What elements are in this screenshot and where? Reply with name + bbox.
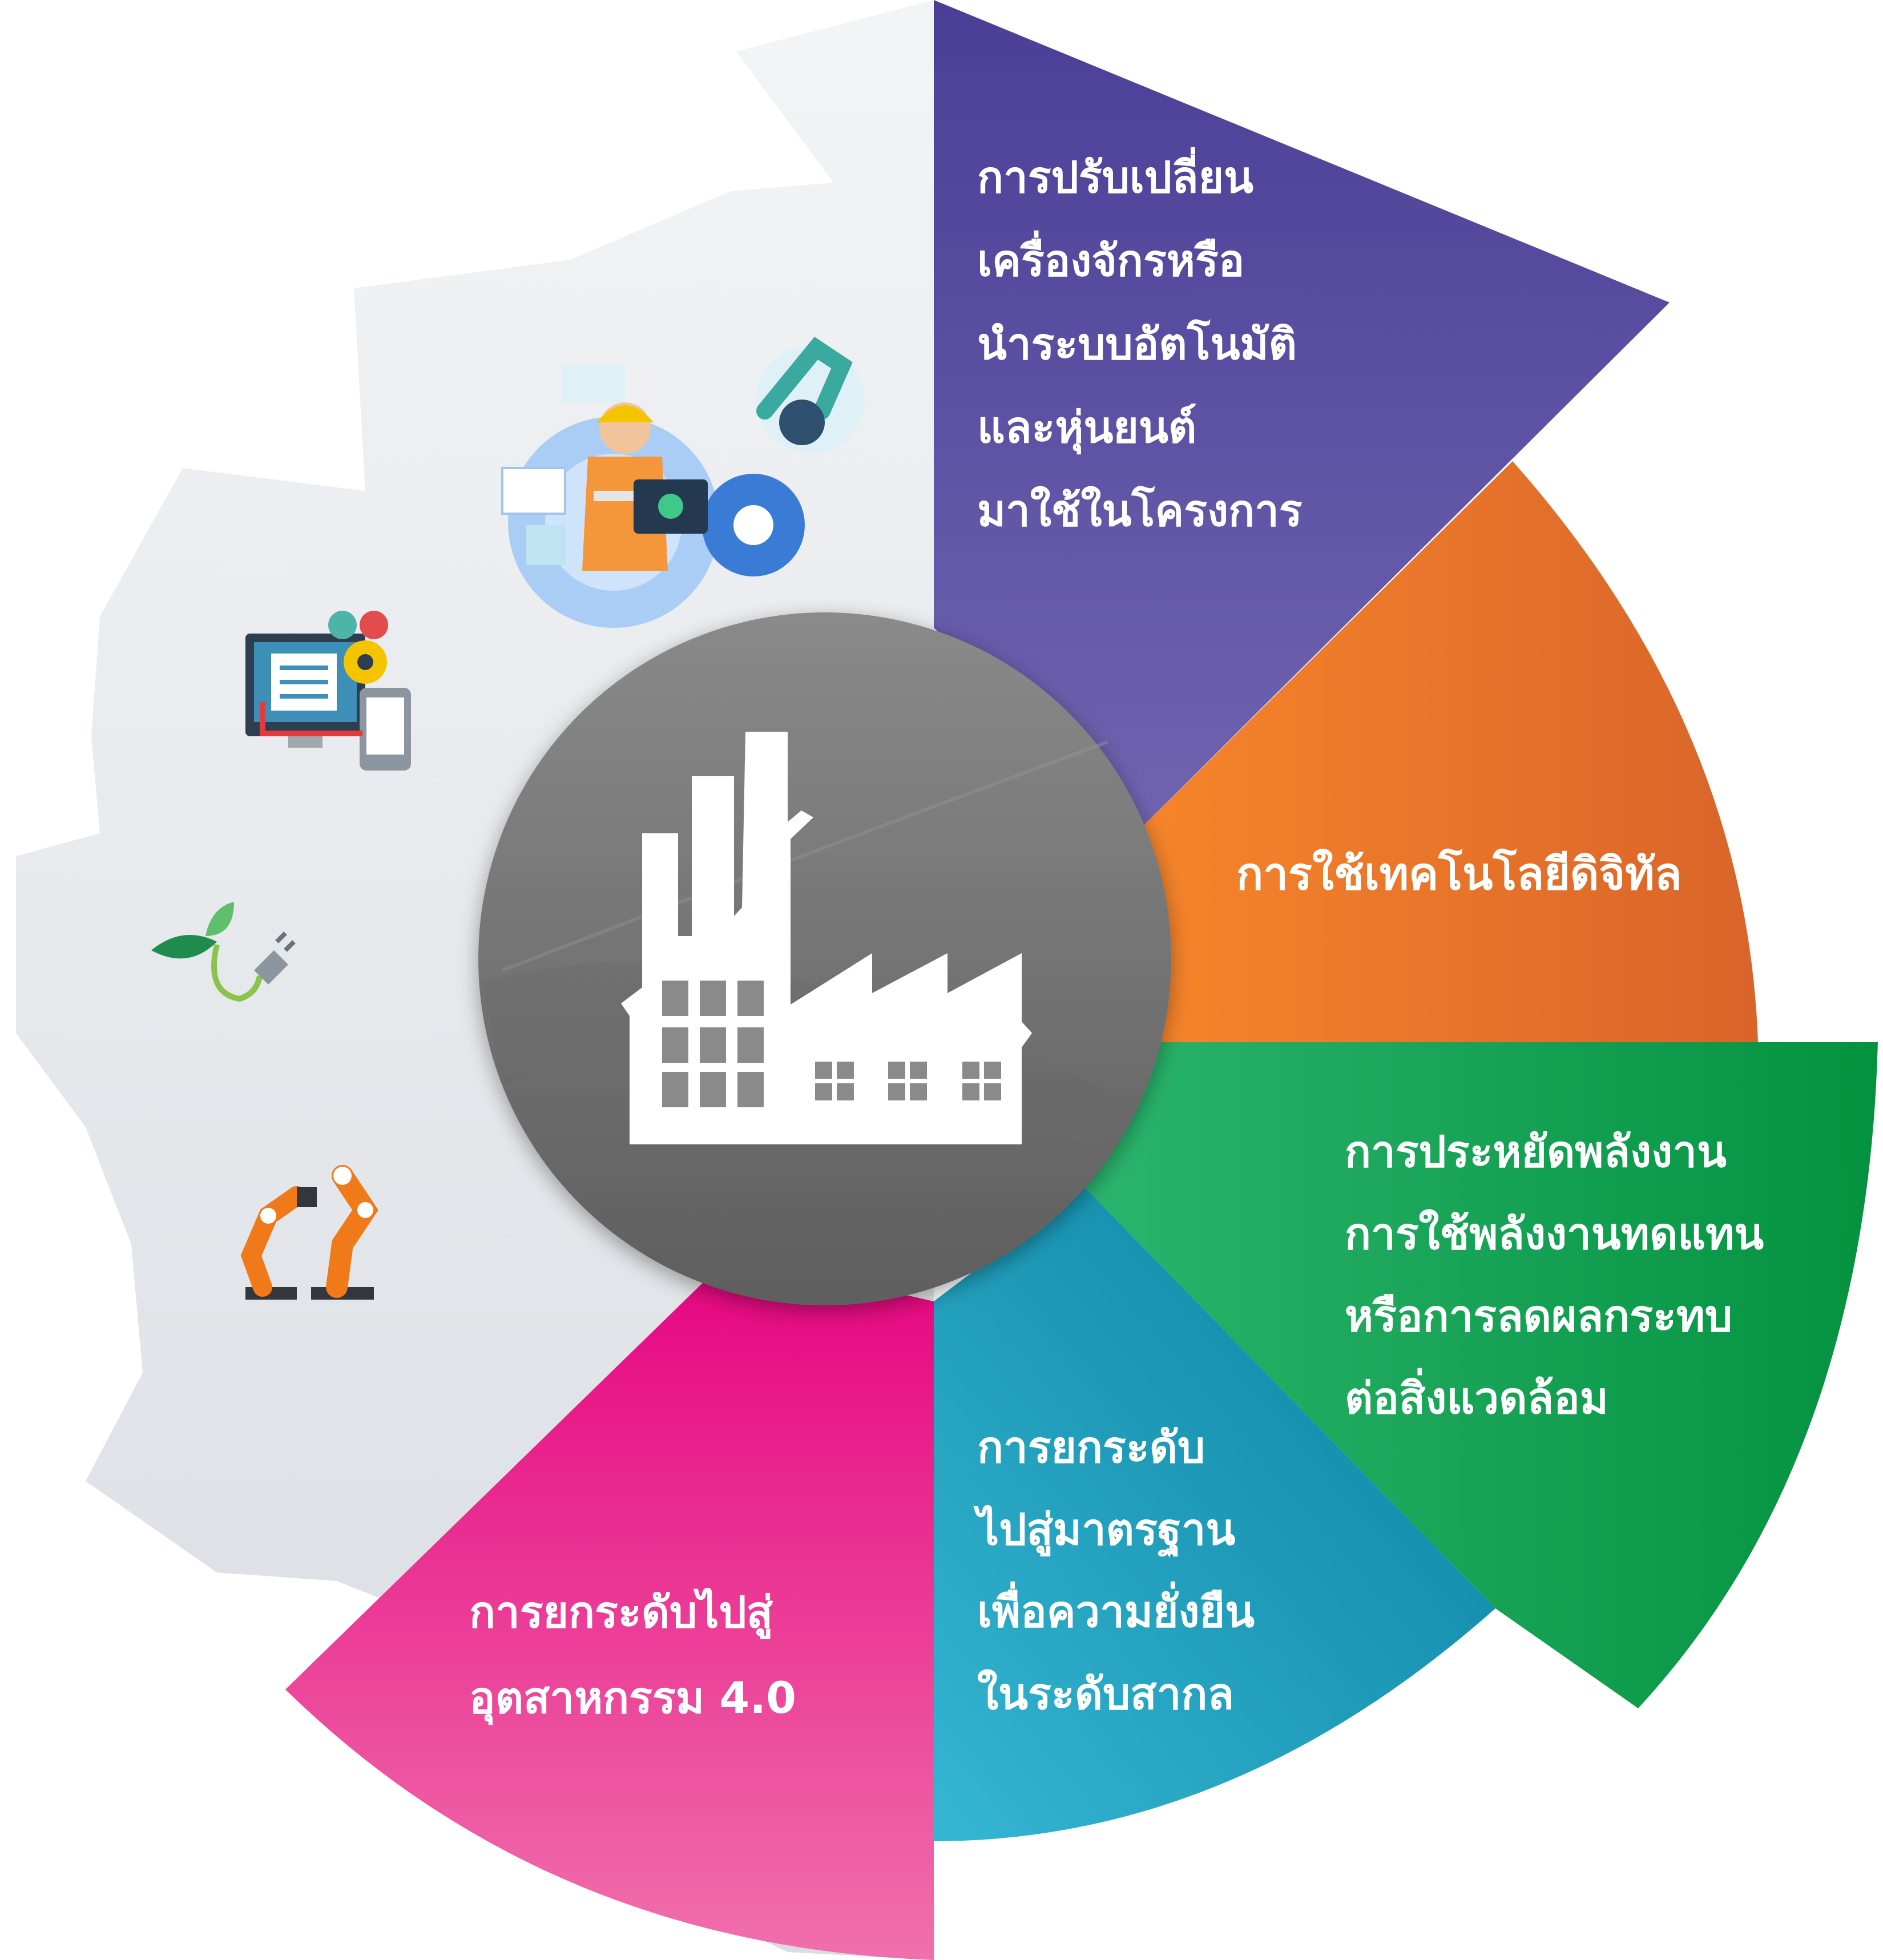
center-hub (478, 612, 1171, 1305)
label-line: อุตสาหกรรม 4.0 (469, 1672, 797, 1723)
segment-industry40 (285, 1256, 934, 1960)
computer-mobile-sync-icon (245, 611, 411, 771)
robot-arms-icon (240, 1165, 378, 1300)
label-line: มาใช้ในโครงการ (977, 485, 1303, 536)
segment-standard (934, 1187, 1495, 1841)
engineer-automation-icon (501, 336, 865, 628)
factory-icon (621, 732, 1032, 1144)
label-line: และหุ่นยนต์ (977, 402, 1197, 453)
label-line: หรือการลดผลกระทบ (1345, 1290, 1733, 1341)
label-line: การยกระดับ (977, 1422, 1205, 1473)
label-digital: การใช้เทคโนโลยีดิจิทัล (1236, 834, 1682, 914)
label-line: การใช้เทคโนโลยีดิจิทัล (1236, 849, 1682, 900)
green-energy-plug-icon (151, 902, 296, 1002)
label-line: ต่อสิ่งแวดล้อม (1345, 1373, 1608, 1423)
label-line: เพื่อความยั่งยืน (977, 1586, 1255, 1637)
segment-automation (934, 0, 1670, 828)
label-energy: การประหยัดพลังงาน การใช้พลังงานทดแทน หรื… (1345, 1111, 1764, 1439)
label-line: เครื่องจักรหรือ (977, 235, 1245, 286)
label-line: ในระดับสากล (977, 1668, 1234, 1719)
label-automation: การปรับเปลี่ยน เครื่องจักรหรือ นำระบบอัต… (977, 136, 1303, 552)
label-standard: การยกระดับ ไปสู่มาตรฐาน เพื่อความยั่งยืน… (977, 1406, 1255, 1735)
segment-digital (1142, 461, 1758, 1042)
label-line: การยกระดับไปสู่ (469, 1587, 773, 1638)
label-line: ไปสู่มาตรฐาน (977, 1504, 1236, 1555)
label-industry40: การยกระดับไปสู่ อุตสาหกรรม 4.0 (469, 1570, 796, 1741)
label-line: การใช้พลังงานทดแทน (1345, 1208, 1764, 1259)
segment-energy (1084, 1042, 1878, 1708)
label-line: นำระบบอัตโนมัติ (977, 318, 1297, 369)
label-line: การประหยัดพลังงาน (1345, 1126, 1727, 1177)
label-line: การปรับเปลี่ยน (977, 152, 1254, 203)
